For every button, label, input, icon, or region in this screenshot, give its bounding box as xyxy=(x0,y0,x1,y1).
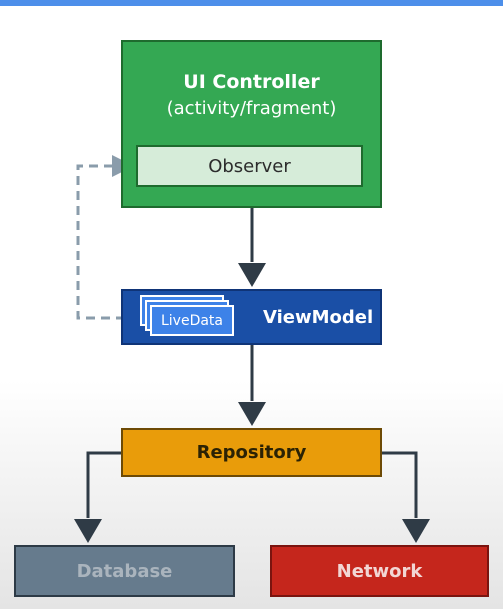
observer-label: Observer xyxy=(208,155,291,177)
livedata-card: LiveData xyxy=(150,305,234,336)
livedata-label: LiveData xyxy=(160,312,223,329)
viewmodel-box: LiveData ViewModel xyxy=(121,289,382,345)
database-box: Database xyxy=(14,545,235,597)
top-accent-bar xyxy=(0,0,503,6)
arrow-repository-to-database xyxy=(86,451,121,518)
ui-controller-subtitle: (activity/fragment) xyxy=(166,98,337,119)
arrowhead-repository-to-database xyxy=(74,519,102,543)
network-label: Network xyxy=(336,560,423,582)
database-label: Database xyxy=(76,560,173,582)
arrowhead-repository-to-network xyxy=(402,519,430,543)
repository-box: Repository xyxy=(121,428,382,477)
arrowhead-ui-to-viewmodel xyxy=(238,263,266,287)
network-box: Network xyxy=(270,545,489,597)
arrow-repository-to-network xyxy=(382,451,418,518)
dashed-arrow-livedata-to-observer xyxy=(76,164,140,320)
ui-controller-title: UI Controller xyxy=(183,71,320,93)
arrowhead-viewmodel-to-repository xyxy=(238,402,266,426)
observer-box: Observer xyxy=(136,145,363,187)
repository-label: Repository xyxy=(196,442,307,463)
viewmodel-label: ViewModel xyxy=(263,306,374,328)
